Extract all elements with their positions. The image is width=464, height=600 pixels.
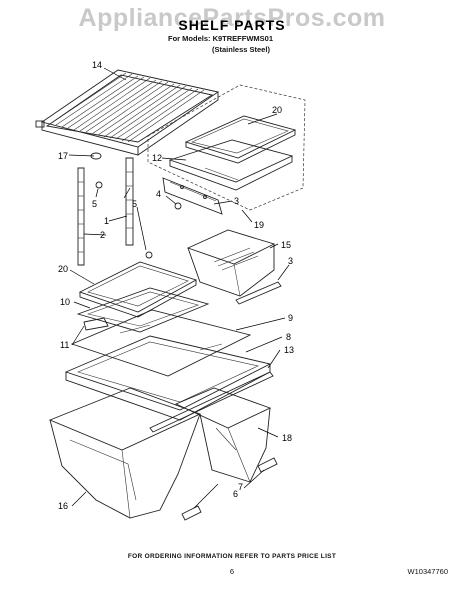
callout-10: 10 (60, 297, 70, 307)
page-title: SHELF PARTS (178, 17, 286, 33)
callout-15: 15 (281, 240, 291, 250)
shelf-frame-part-12 (168, 139, 294, 191)
watermark: AppliancePartsPros.com (78, 4, 386, 32)
crisper-pan-part-16 (48, 387, 202, 519)
glass-panel-part-9 (70, 309, 252, 377)
trim-strip-part-13 (149, 371, 274, 433)
callout-17: 17 (58, 151, 68, 161)
screw-part-4 (174, 202, 182, 210)
callout-12: 12 (152, 153, 162, 163)
callout-20-upper: 20 (272, 105, 282, 115)
screw-part-5-right (145, 251, 153, 259)
models-line: For Models: K9TREFFWMS01 (168, 34, 274, 43)
callout-20-lower: 20 (58, 264, 68, 274)
callout-18: 18 (282, 433, 292, 443)
callout-5-left: 5 (92, 199, 97, 209)
wire-shelf-part-14 (35, 69, 220, 160)
trim-part-3-lower (235, 281, 282, 305)
callout-7: 7 (238, 482, 243, 492)
variant-line: (Stainless Steel) (212, 45, 270, 54)
callout-3-upper: 3 (234, 196, 239, 206)
bracket-part-3-upper (162, 177, 223, 215)
callout-3-lower: 3 (288, 256, 293, 266)
page-number: 6 (229, 567, 235, 576)
crisper-pan-part-18 (174, 387, 272, 483)
callout-19: 19 (254, 220, 264, 230)
callout-14: 14 (92, 60, 102, 70)
glass-shelf-part-20-lower (78, 261, 198, 318)
screw-part-5-left (95, 181, 103, 189)
callout-1: 1 (104, 216, 109, 226)
ordering-note: FOR ORDERING INFORMATION REFER TO PARTS … (127, 553, 337, 560)
callout-9: 9 (288, 313, 293, 323)
callout-5-right: 5 (132, 199, 137, 209)
slide-part-6-left (181, 505, 202, 521)
leader-lines (68, 67, 290, 509)
callout-8: 8 (286, 332, 291, 342)
glass-shelf-part-20-upper (184, 115, 297, 164)
callout-6: 6 (233, 489, 238, 499)
document-number: W10347760 (407, 567, 448, 576)
cover-frame-part-8 (64, 335, 272, 421)
bracket-part-11 (83, 317, 109, 331)
callout-16: 16 (58, 501, 68, 511)
callout-4: 4 (156, 189, 161, 199)
shelf-ladder-part-1-left (77, 167, 85, 266)
slide-part-6-right (257, 457, 278, 473)
callout-11: 11 (60, 340, 69, 350)
callout-2: 2 (100, 230, 105, 240)
callout-13: 13 (284, 345, 294, 355)
crisper-drawer-part-15 (186, 229, 276, 297)
